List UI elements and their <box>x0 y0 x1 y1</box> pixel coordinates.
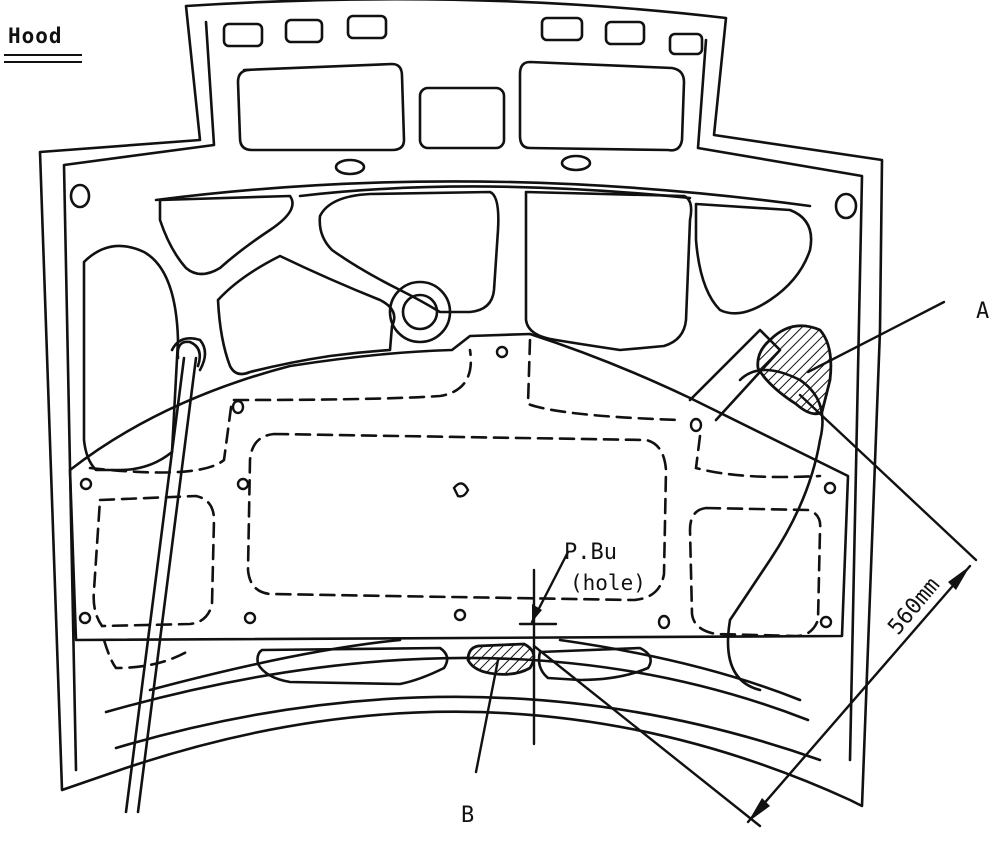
hole-arrowhead <box>532 604 542 622</box>
dashed-region-right <box>688 506 822 638</box>
top-slot <box>668 32 704 56</box>
prop-rod-loop <box>170 337 207 372</box>
hood-contour <box>558 638 802 702</box>
fastener-hole <box>689 417 703 433</box>
center-boss-inner <box>401 293 439 331</box>
dimension-arrow-bottom <box>748 798 770 822</box>
hood-contour <box>148 638 402 692</box>
dashed-region-center <box>246 432 668 602</box>
top-opening-right <box>518 60 686 152</box>
top-slot <box>346 14 388 40</box>
corner-hole <box>834 192 858 220</box>
fastener-hole <box>78 611 92 625</box>
cutout-left-tall <box>82 244 180 472</box>
bottom-slot <box>256 646 449 686</box>
center-boss-outer <box>388 280 452 344</box>
top-slot <box>604 20 646 46</box>
oval-hole <box>334 158 366 176</box>
dashed-rib-left-lower <box>88 398 234 474</box>
dashed-edge-left <box>102 638 192 670</box>
top-opening-center <box>418 86 506 150</box>
dashed-region-left <box>92 494 216 628</box>
hood-inner-frame <box>62 20 216 772</box>
oval-hole <box>560 154 592 172</box>
center-fastener <box>452 482 470 498</box>
top-slot <box>222 22 264 48</box>
label-a: A <box>976 299 989 324</box>
extension-line-b <box>532 644 762 828</box>
top-slot <box>284 18 324 44</box>
fastener-hole <box>453 608 467 622</box>
hood-contour <box>114 695 822 762</box>
insulation-pad <box>68 332 850 642</box>
fastener-hole <box>657 614 671 630</box>
fastener-hole <box>243 611 257 625</box>
cutout-right-upper <box>694 202 813 315</box>
page-title: Hood <box>8 24 63 48</box>
dashed-rib-right-lower <box>694 434 822 479</box>
fastener-hole <box>819 615 833 629</box>
label-b: B <box>461 803 474 828</box>
fastener-hole <box>495 345 509 359</box>
bottom-slot-right <box>537 646 652 682</box>
hood-rib-arch-inner <box>298 185 692 200</box>
corner-hole <box>69 183 91 209</box>
dashed-rib-right <box>526 338 682 422</box>
label-hole-line2: (hole) <box>570 571 646 595</box>
fastener-hole <box>79 477 93 491</box>
hood-outer-outline <box>38 0 884 808</box>
leader-b <box>474 658 500 774</box>
cutout-left-diag <box>216 254 396 376</box>
title-underline <box>4 54 82 63</box>
cutout-center-left <box>318 190 500 314</box>
hood-inner-frame-right <box>696 38 864 762</box>
top-opening-left <box>236 62 406 152</box>
dashed-rib-left <box>232 348 473 402</box>
hood-rib-arch <box>154 180 812 208</box>
dimension-line <box>746 564 972 824</box>
cutout-left-upper <box>158 194 294 276</box>
location-b-hatch <box>466 642 536 676</box>
hood-strut-body <box>726 368 824 692</box>
fastener-hole <box>236 477 250 491</box>
prop-rod-hook <box>176 340 202 368</box>
dimension-arrow-top <box>948 566 970 590</box>
top-slot <box>540 16 584 42</box>
location-a-hatch <box>756 324 833 416</box>
prop-rod <box>136 356 198 814</box>
label-hole-line1: P.Bu <box>564 540 617 565</box>
cutout-center-right <box>524 190 693 352</box>
fastener-hole <box>823 481 837 495</box>
fastener-hole <box>231 399 245 415</box>
extension-line-a <box>798 393 978 562</box>
leader-a <box>806 300 946 374</box>
prop-rod <box>124 356 186 814</box>
